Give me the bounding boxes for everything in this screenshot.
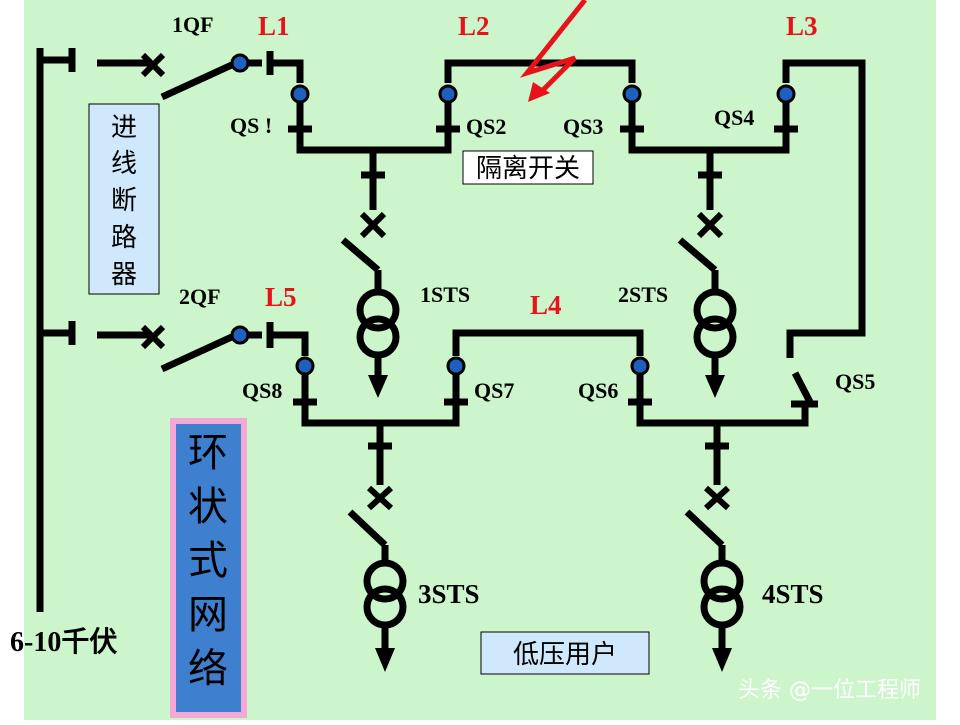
label-qs6: QS6: [578, 378, 618, 403]
low-voltage-users-box: [480, 631, 650, 675]
label-qs1: QS !: [230, 113, 272, 138]
isolating-switch-box: [462, 150, 594, 185]
ring-network-char: 网: [188, 592, 228, 638]
label-2qf: 2QF: [179, 284, 221, 309]
label-qs5: QS5: [835, 369, 875, 394]
label-2sts: 2STS: [618, 282, 668, 307]
ring-network-box: [176, 424, 241, 712]
incoming-breaker-char: 器: [111, 260, 137, 290]
label-l1: L1: [258, 11, 290, 41]
transformer-branch-2sts: [677, 152, 737, 375]
label-l4: L4: [530, 290, 562, 320]
ring-network-char: 络: [188, 646, 228, 692]
label-1sts: 1STS: [420, 282, 470, 307]
label-l5: L5: [265, 282, 297, 312]
isolating-switch-label: 隔离开关: [476, 154, 580, 184]
label-l2: L2: [458, 11, 490, 41]
label-qs7: QS7: [474, 378, 514, 403]
label-qs3: QS3: [563, 114, 603, 139]
incoming-breaker-char: 断: [111, 186, 137, 216]
incoming-breaker-char: 线: [111, 149, 137, 179]
switch-qs5: [791, 371, 814, 404]
label-3sts: 3STS: [418, 579, 480, 609]
transformer-branch-1sts: [340, 152, 400, 375]
incoming-breaker-box: [88, 103, 160, 295]
breaker-1qf: [97, 51, 274, 101]
transformer-branch-4sts: [684, 425, 744, 648]
ring-network-char: 式: [188, 538, 228, 584]
transformer-branch-3sts: [347, 425, 407, 648]
contact-dots: [230, 53, 796, 376]
label-qs4: QS4: [714, 105, 754, 130]
voltage-label: 6-10千伏: [10, 626, 117, 658]
label-1qf: 1QF: [172, 12, 214, 37]
ring-network-char: 状: [188, 484, 228, 530]
incoming-breaker-char: 进: [111, 113, 137, 143]
load-arrows: [368, 375, 732, 672]
label-l3: L3: [786, 11, 818, 41]
ring-network-char: 环: [188, 430, 228, 476]
fault-lightning-icon: [519, 0, 587, 102]
incoming-breaker-char: 路: [111, 223, 137, 253]
watermark-text: 头条 @一位工程师: [738, 678, 921, 703]
breaker-2qf: [97, 324, 262, 373]
label-qs8: QS8: [242, 378, 282, 403]
label-qs2: QS2: [466, 114, 506, 139]
low-voltage-users-label: 低压用户: [513, 640, 617, 670]
diagram-background: [24, 0, 936, 720]
label-4sts: 4STS: [762, 579, 824, 609]
